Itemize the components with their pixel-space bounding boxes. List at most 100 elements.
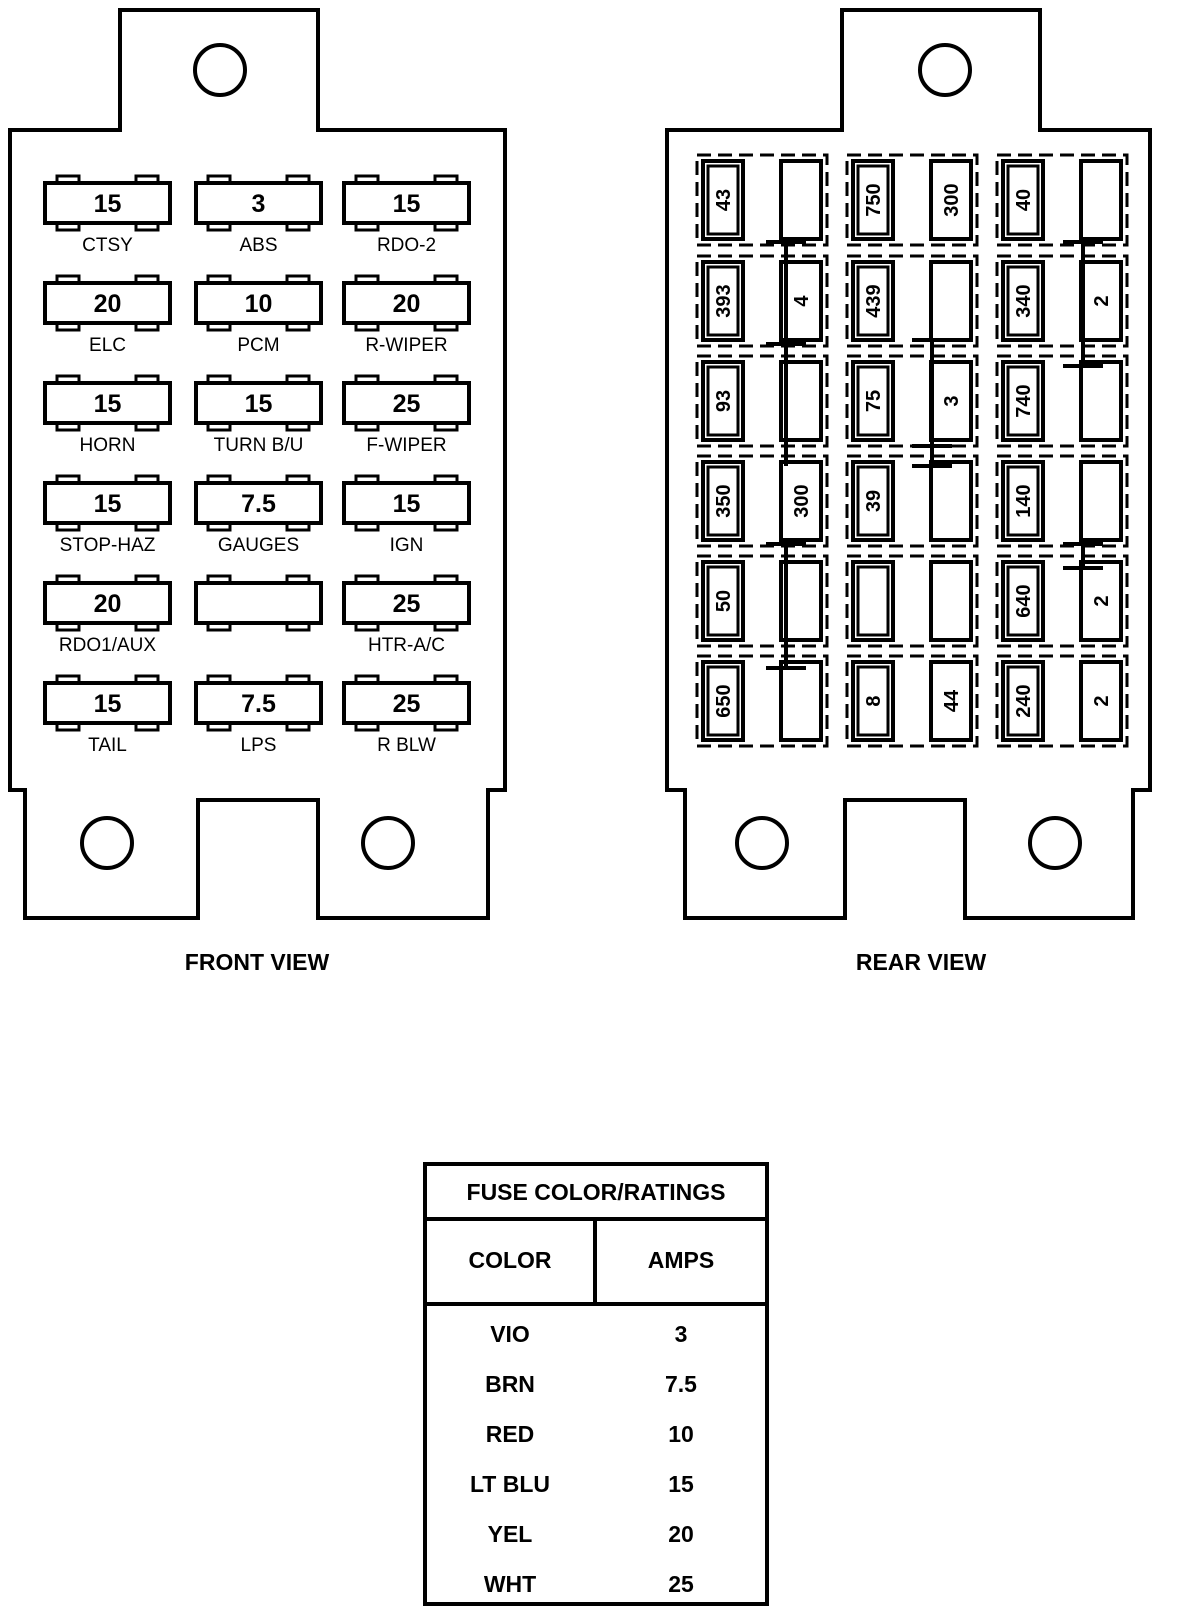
cell-housing (845, 254, 979, 348)
fuse-body (342, 481, 471, 525)
rear-right-label: 2 (1091, 295, 1113, 306)
slot-outer (1001, 360, 1045, 442)
fuse: 25F-WIPER (342, 374, 471, 456)
rear-left-label: 140 (1013, 484, 1035, 517)
table-title: FUSE COLOR/RATINGS (467, 1179, 726, 1205)
front-view-panel: 15CTSY3ABS15RDO-220ELC10PCM20R-WIPER15HO… (8, 8, 507, 920)
fuse-rating: 15 (393, 190, 421, 218)
cell-housing (995, 354, 1129, 448)
fuse-rating: 7.5 (241, 690, 276, 718)
slot-outer (1079, 560, 1123, 642)
rear-left-label: 439 (863, 284, 885, 317)
fuse-rating: 10 (245, 290, 273, 318)
cell-housing (695, 654, 829, 748)
fuse-label: IGN (390, 535, 424, 556)
cell-housing (995, 254, 1129, 348)
table-header-amps: AMPS (648, 1247, 714, 1273)
rear-left-label: 240 (1013, 684, 1035, 717)
slot-inner (706, 164, 740, 236)
front-view-outline (8, 8, 507, 920)
slot-outer (1079, 360, 1123, 442)
slot-outer (701, 260, 745, 342)
slot-inner (1006, 465, 1040, 537)
slot-outer (701, 159, 745, 241)
rear-left-label: 40 (1013, 189, 1035, 211)
rear-left-label: 43 (713, 189, 735, 211)
mount-hole-top (193, 43, 247, 97)
rear-cell: 740 (995, 354, 1129, 448)
amps-cell: 10 (668, 1421, 694, 1447)
rear-view-caption: REAR VIEW (856, 949, 987, 975)
slot-inner (856, 164, 890, 236)
fuse-rating: 7.5 (241, 490, 276, 518)
fuse-body (342, 581, 471, 625)
rear-cell: 439 (845, 254, 979, 348)
fuse-body (43, 581, 172, 625)
slot-outer (1079, 460, 1123, 542)
slot-outer (1079, 660, 1123, 742)
slot-inner (856, 365, 890, 437)
rear-bus-bars (766, 240, 1103, 670)
fuse-rating: 25 (393, 390, 421, 418)
cell-housing (695, 554, 829, 648)
rear-left-label: 650 (713, 684, 735, 717)
fuse-rating: 3 (252, 190, 266, 218)
rear-cell: 93 (695, 354, 829, 448)
cell-housing (695, 153, 829, 247)
rear-left-label: 8 (863, 695, 885, 706)
slot-outer (929, 260, 973, 342)
slot-inner (706, 265, 740, 337)
cell-housing (845, 153, 979, 247)
color-cell: YEL (488, 1521, 533, 1547)
rear-cell: 140 (995, 454, 1129, 548)
slot-inner (856, 565, 890, 637)
slot-outer (1001, 660, 1045, 742)
fuse-label: HORN (80, 435, 136, 456)
table-header-color: COLOR (468, 1247, 551, 1273)
rear-cell: 39 (845, 454, 979, 548)
slot-outer (779, 460, 823, 542)
rear-left-label: 393 (713, 284, 735, 317)
mount-hole-bottom-left (80, 816, 134, 870)
fuse-body (194, 581, 323, 625)
fuse-label: PCM (237, 335, 279, 356)
fuse-rating: 25 (393, 690, 421, 718)
fuse-body (194, 481, 323, 525)
slot-outer (701, 660, 745, 742)
slot-outer (929, 159, 973, 241)
cell-housing (995, 654, 1129, 748)
cell-housing (845, 454, 979, 548)
amps-cell: 15 (668, 1471, 694, 1497)
rear-cell: 50 (695, 554, 829, 648)
fuse-rating: 20 (94, 590, 122, 618)
slot-outer (929, 560, 973, 642)
fuse-label: STOP-HAZ (60, 535, 156, 556)
fuse-label: F-WIPER (366, 435, 446, 456)
slot-inner (1006, 365, 1040, 437)
fuse-label: R BLW (377, 735, 436, 756)
rear-cell: 240 2 (995, 654, 1129, 748)
fuse-rating: 15 (94, 490, 122, 518)
rear-mount-hole-bottom-right (1028, 816, 1082, 870)
rear-left-label: 640 (1013, 584, 1035, 617)
rear-right-label: 2 (1091, 695, 1113, 706)
front-view-caption: FRONT VIEW (185, 949, 330, 975)
cell-housing (995, 454, 1129, 548)
fuse-label: CTSY (82, 235, 133, 256)
